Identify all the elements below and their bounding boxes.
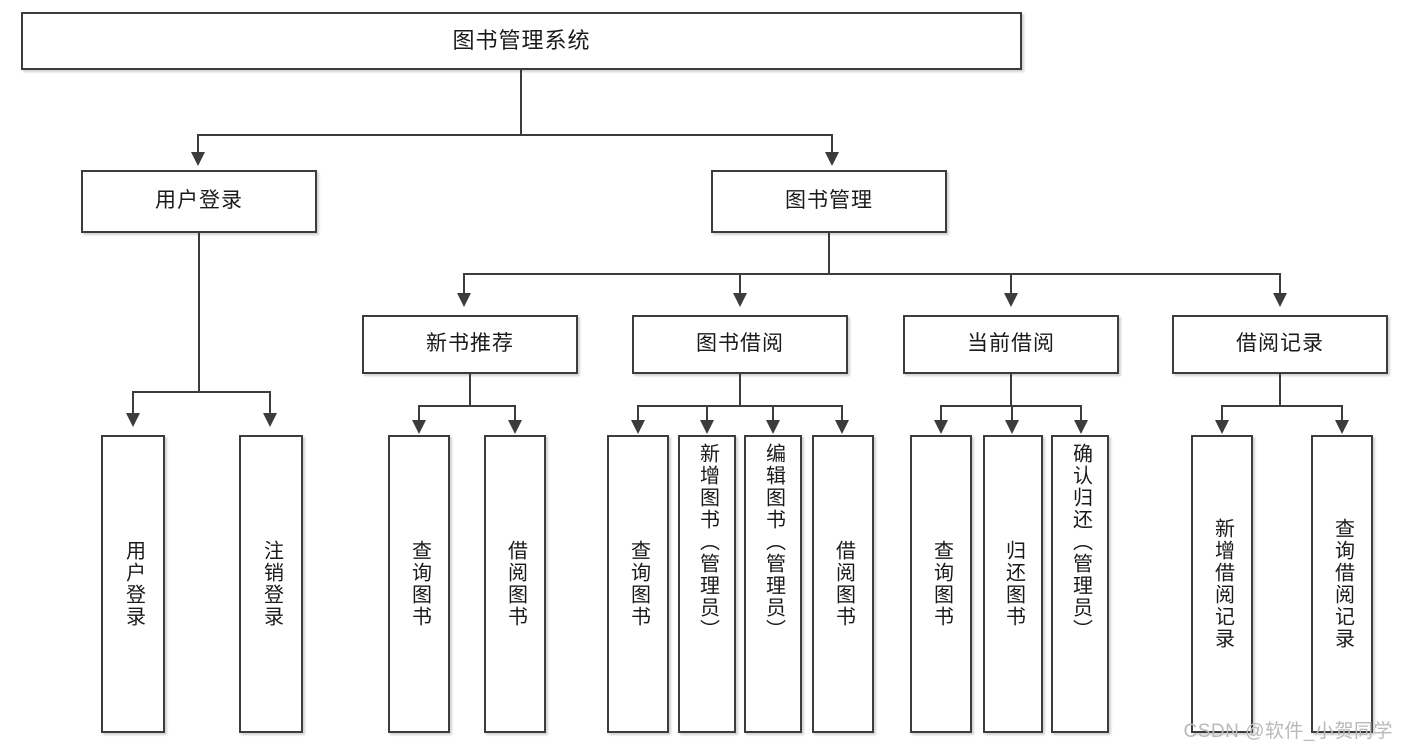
- connector-bookborrow-to-leaf-1: [637, 405, 639, 423]
- arrow-user-login-to-leaf-1: [126, 413, 140, 427]
- node-borrow-record[interactable]: 借阅记录: [1172, 315, 1388, 374]
- connector-currentborrow-trunk: [1010, 374, 1012, 406]
- connector-bookborrow-trunk: [739, 374, 741, 406]
- node-label: 查询图书: [930, 540, 953, 628]
- arrow-borrowrecord-to-leaf-2: [1335, 420, 1349, 434]
- node-leaf-edit-book-admin[interactable]: 编辑图书（管理员）: [744, 435, 802, 733]
- node-leaf-query-book-3[interactable]: 查询图书: [910, 435, 972, 733]
- connector-bookborrow-to-leaf-3: [772, 405, 774, 423]
- connector-newbook-to-leaf-1: [418, 405, 420, 423]
- node-label: 图书管理系统: [452, 28, 591, 54]
- arrow-bookborrow-to-leaf-3: [766, 420, 780, 434]
- connector-book-management-trunk: [828, 233, 830, 274]
- connector-user-login-bus: [132, 391, 269, 393]
- connector-user-login-trunk: [198, 233, 200, 392]
- node-leaf-logout-login[interactable]: 注销登录: [239, 435, 303, 733]
- connector-root-to-user-login: [197, 134, 199, 156]
- node-root-system[interactable]: 图书管理系统: [21, 12, 1022, 70]
- connector-currentborrow-to-leaf-2: [1011, 405, 1013, 423]
- connector-newbook-trunk: [469, 374, 471, 406]
- arrow-user-login-to-leaf-2: [263, 413, 277, 427]
- node-book-management[interactable]: 图书管理: [711, 170, 947, 233]
- arrow-bookborrow-to-leaf-4: [835, 420, 849, 434]
- connector-borrowrecord-bus: [1221, 405, 1342, 407]
- arrow-currentborrow-to-leaf-1: [934, 420, 948, 434]
- node-label: 查询借阅记录: [1331, 518, 1354, 650]
- node-leaf-add-borrow-record[interactable]: 新增借阅记录: [1191, 435, 1253, 733]
- connector-bookborrow-bus: [637, 405, 843, 407]
- connector-root-to-book-management: [831, 134, 833, 156]
- arrow-bm-to-current-borrow: [1004, 293, 1018, 307]
- connector-bm-to-book-borrow: [739, 273, 741, 295]
- arrow-newbook-to-leaf-2: [508, 420, 522, 434]
- arrow-currentborrow-to-leaf-2: [1005, 420, 1019, 434]
- arrow-root-to-book-management: [825, 152, 839, 166]
- node-leaf-return-book[interactable]: 归还图书: [983, 435, 1043, 733]
- node-label: 归还图书: [1002, 540, 1025, 628]
- node-leaf-query-book-2[interactable]: 查询图书: [607, 435, 669, 733]
- connector-book-management-bus: [463, 273, 1281, 275]
- node-leaf-borrow-book-2[interactable]: 借阅图书: [812, 435, 874, 733]
- connector-bookborrow-to-leaf-2: [706, 405, 708, 423]
- arrow-borrowrecord-to-leaf-1: [1215, 420, 1229, 434]
- arrow-bookborrow-to-leaf-1: [631, 420, 645, 434]
- node-leaf-borrow-book-1[interactable]: 借阅图书: [484, 435, 546, 733]
- node-new-book-recommend[interactable]: 新书推荐: [362, 315, 578, 374]
- node-leaf-confirm-return-admin[interactable]: 确认归还（管理员）: [1051, 435, 1109, 733]
- connector-borrowrecord-trunk: [1279, 374, 1281, 406]
- node-label: 确认归还（管理员）: [1069, 443, 1092, 641]
- arrow-root-to-user-login: [191, 152, 205, 166]
- connector-newbook-bus: [418, 405, 516, 407]
- node-label: 注销登录: [260, 540, 283, 628]
- connector-borrowrecord-to-leaf-2: [1341, 405, 1343, 423]
- node-leaf-user-login[interactable]: 用户登录: [101, 435, 165, 733]
- node-leaf-query-book-1[interactable]: 查询图书: [388, 435, 450, 733]
- node-leaf-add-book-admin[interactable]: 新增图书（管理员）: [678, 435, 736, 733]
- connector-bm-to-new-book: [463, 273, 465, 295]
- node-current-borrow[interactable]: 当前借阅: [903, 315, 1119, 374]
- node-label: 图书管理: [785, 189, 873, 213]
- connector-bookborrow-to-leaf-4: [841, 405, 843, 423]
- node-label: 借阅记录: [1236, 332, 1324, 356]
- connector-bm-to-borrow-record: [1279, 273, 1281, 295]
- connector-borrowrecord-to-leaf-1: [1221, 405, 1223, 423]
- node-label: 图书借阅: [696, 332, 784, 356]
- node-label: 新增图书（管理员）: [696, 443, 719, 641]
- arrow-currentborrow-to-leaf-3: [1074, 420, 1088, 434]
- node-label: 用户登录: [122, 540, 145, 628]
- arrow-bm-to-book-borrow: [733, 293, 747, 307]
- connector-bm-to-current-borrow: [1010, 273, 1012, 295]
- connector-user-login-to-leaf-1: [132, 391, 134, 415]
- node-label: 编辑图书（管理员）: [762, 443, 785, 641]
- connector-root-trunk: [520, 70, 522, 135]
- node-label: 查询图书: [408, 540, 431, 628]
- node-label: 当前借阅: [967, 332, 1055, 356]
- node-label: 借阅图书: [832, 540, 855, 628]
- connector-user-login-to-leaf-2: [269, 391, 271, 415]
- arrow-bookborrow-to-leaf-2: [700, 420, 714, 434]
- node-label: 新书推荐: [426, 332, 514, 356]
- node-label: 借阅图书: [504, 540, 527, 628]
- connector-root-bus: [197, 134, 833, 136]
- connector-currentborrow-to-leaf-3: [1080, 405, 1082, 423]
- arrow-bm-to-new-book: [457, 293, 471, 307]
- connector-currentborrow-to-leaf-1: [940, 405, 942, 423]
- arrow-newbook-to-leaf-1: [412, 420, 426, 434]
- node-leaf-query-borrow-record[interactable]: 查询借阅记录: [1311, 435, 1373, 733]
- node-user-login[interactable]: 用户登录: [81, 170, 317, 233]
- node-label: 用户登录: [155, 189, 243, 213]
- connector-newbook-to-leaf-2: [514, 405, 516, 423]
- node-label: 新增借阅记录: [1211, 518, 1234, 650]
- node-label: 查询图书: [627, 540, 650, 628]
- node-book-borrow[interactable]: 图书借阅: [632, 315, 848, 374]
- watermark-text: CSDN @软件_小贺同学: [1183, 721, 1393, 742]
- arrow-bm-to-borrow-record: [1273, 293, 1287, 307]
